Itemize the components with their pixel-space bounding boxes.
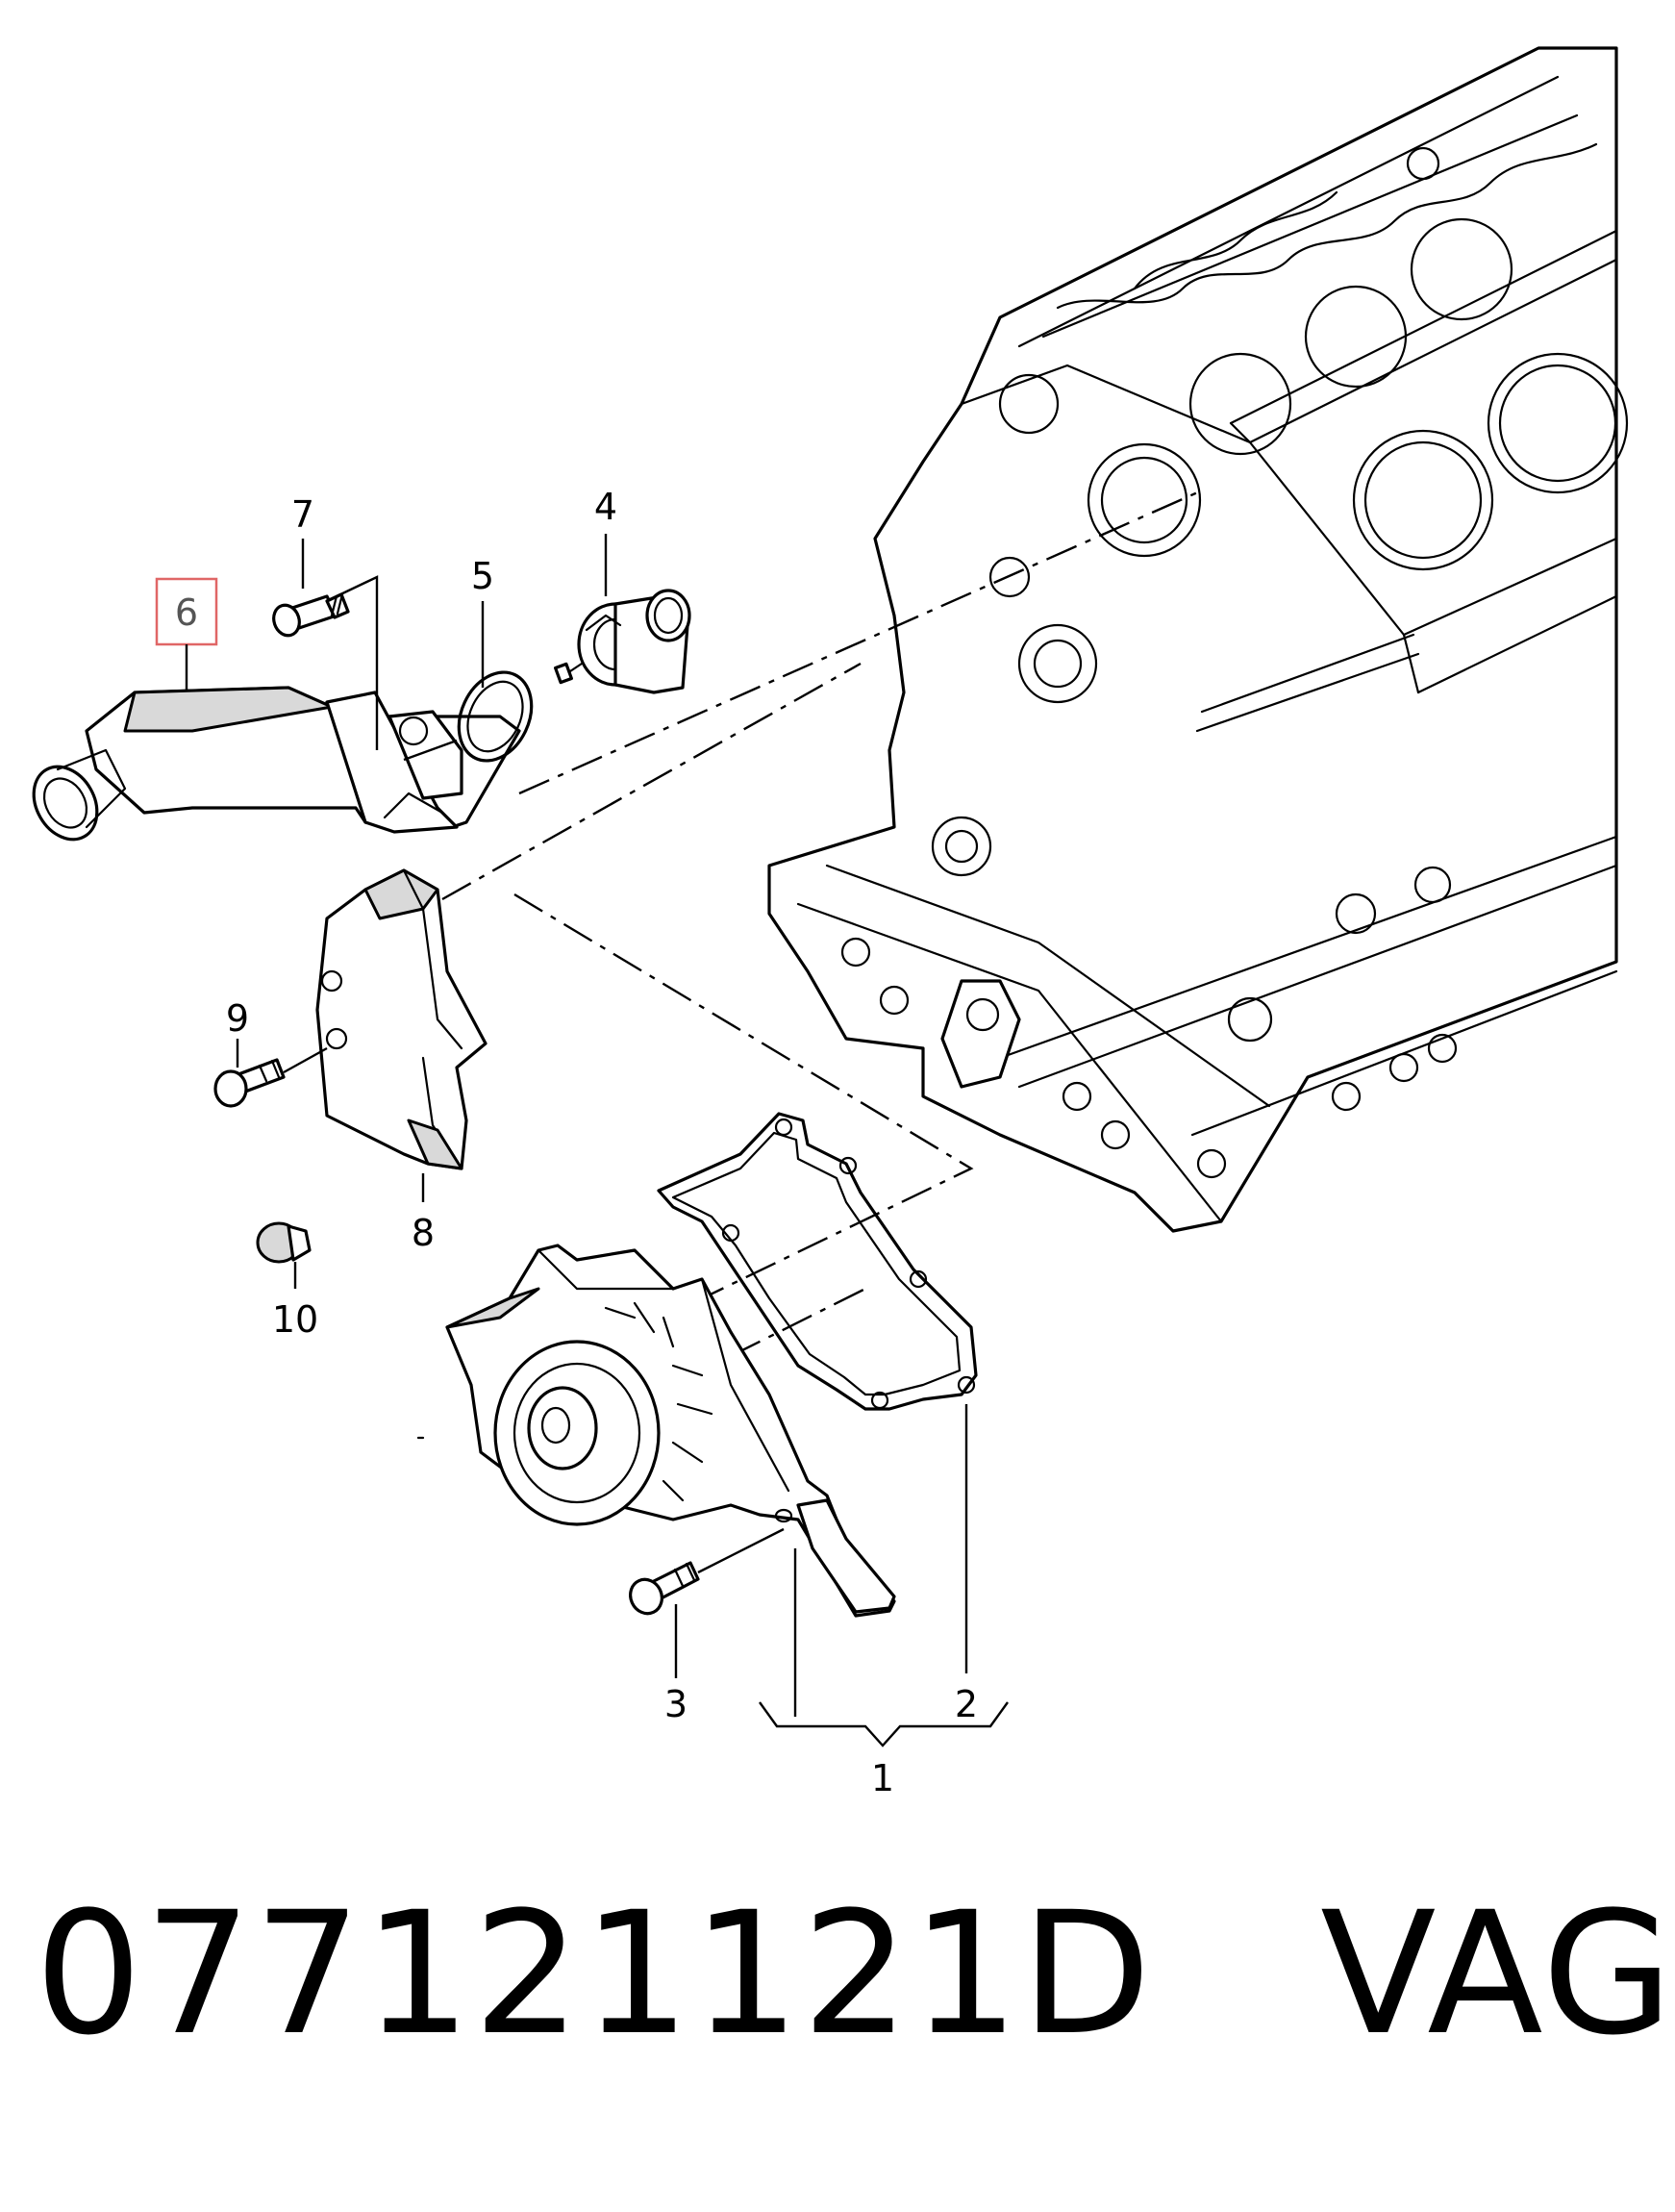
parts-diagram: 1 2 3 4 5 6 7 8 9 10 (32, 46, 1629, 1799)
callout-3: 3 (664, 1683, 688, 1725)
part-8-cover (315, 868, 488, 1202)
callout-8: 8 (412, 1212, 435, 1254)
part-7-bolt (272, 575, 379, 750)
part-1-water-pump (416, 1244, 896, 1717)
part-6-coolant-pipe (32, 686, 521, 842)
callout-5: 5 (471, 555, 494, 597)
callout-1: 1 (871, 1757, 894, 1799)
callout-2: 2 (955, 1683, 978, 1725)
part-9-bolt (213, 1039, 328, 1108)
group-bracket (759, 1701, 1009, 1747)
engine-block (767, 46, 1629, 1233)
callout-9: 9 (226, 997, 249, 1040)
part-3-bolt (629, 1527, 785, 1678)
callout-7: 7 (291, 493, 314, 536)
callout-6: 6 (175, 591, 198, 634)
callout-labels: 1 2 3 4 5 6 7 8 9 10 (155, 486, 978, 1799)
part-4-thermostat (554, 589, 691, 694)
part-number-label: 077121121D VAG (35, 1875, 1675, 2073)
part-5-o-ring (403, 670, 534, 763)
assembly-lines (441, 489, 1203, 1358)
callout-4: 4 (594, 486, 617, 528)
callout-10: 10 (272, 1298, 318, 1341)
part-10-plug (256, 1221, 312, 1289)
part-2-gasket (657, 1112, 978, 1673)
